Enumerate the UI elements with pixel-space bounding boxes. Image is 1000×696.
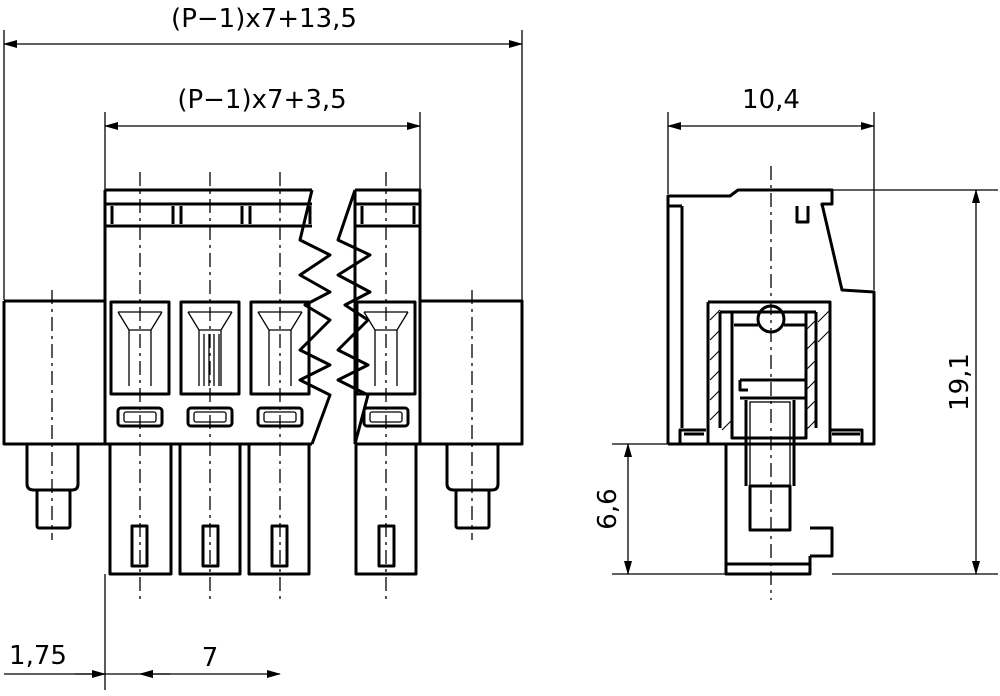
screw-windows — [109, 300, 417, 396]
side-hatching — [709, 309, 831, 431]
side-clamp-spring — [749, 401, 791, 487]
contact-legs — [108, 444, 418, 576]
side-cavity — [706, 300, 832, 444]
test-openings — [116, 406, 410, 428]
dim-depth: 10,4 — [667, 85, 875, 290]
dim-overall-width: (P−1)x7+13,5 — [3, 4, 523, 300]
dim-height-label: 19,1 — [945, 353, 975, 411]
dim-pin-length: 6,6 — [593, 443, 726, 575]
dim-overall-width-label: (P−1)x7+13,5 — [171, 4, 357, 34]
dim-pitch-label: 7 — [202, 643, 219, 673]
front-flange-outline — [2, 299, 524, 446]
side-screw-body — [734, 323, 806, 532]
side-housing-outline — [666, 188, 876, 446]
side-view: 10,4 19,1 6,6 — [593, 85, 998, 600]
side-pin-body — [724, 444, 834, 576]
dim-pitch: 7 — [139, 643, 281, 678]
front-center-lines — [51, 172, 473, 600]
break-line-left — [298, 189, 332, 445]
dim-height: 19,1 — [832, 189, 998, 575]
front-housing-top — [103, 188, 422, 444]
front-top-slots — [110, 206, 416, 224]
dim-inner-width: (P−1)x7+3,5 — [104, 85, 421, 190]
dim-edge-to-pin-label: 1,75 — [9, 641, 67, 671]
dim-depth-label: 10,4 — [742, 85, 800, 115]
dim-edge-to-pin: 1,75 — [4, 574, 170, 690]
front-view: (P−1)x7+13,5 (P−1)x7+3,5 1,75 7 — [2, 4, 524, 690]
flange-pins — [25, 444, 500, 530]
dim-inner-width-label: (P−1)x7+3,5 — [177, 85, 346, 115]
side-housing-inner — [668, 204, 824, 428]
dim-pin-length-label: 6,6 — [593, 488, 623, 529]
side-feet — [678, 428, 864, 444]
